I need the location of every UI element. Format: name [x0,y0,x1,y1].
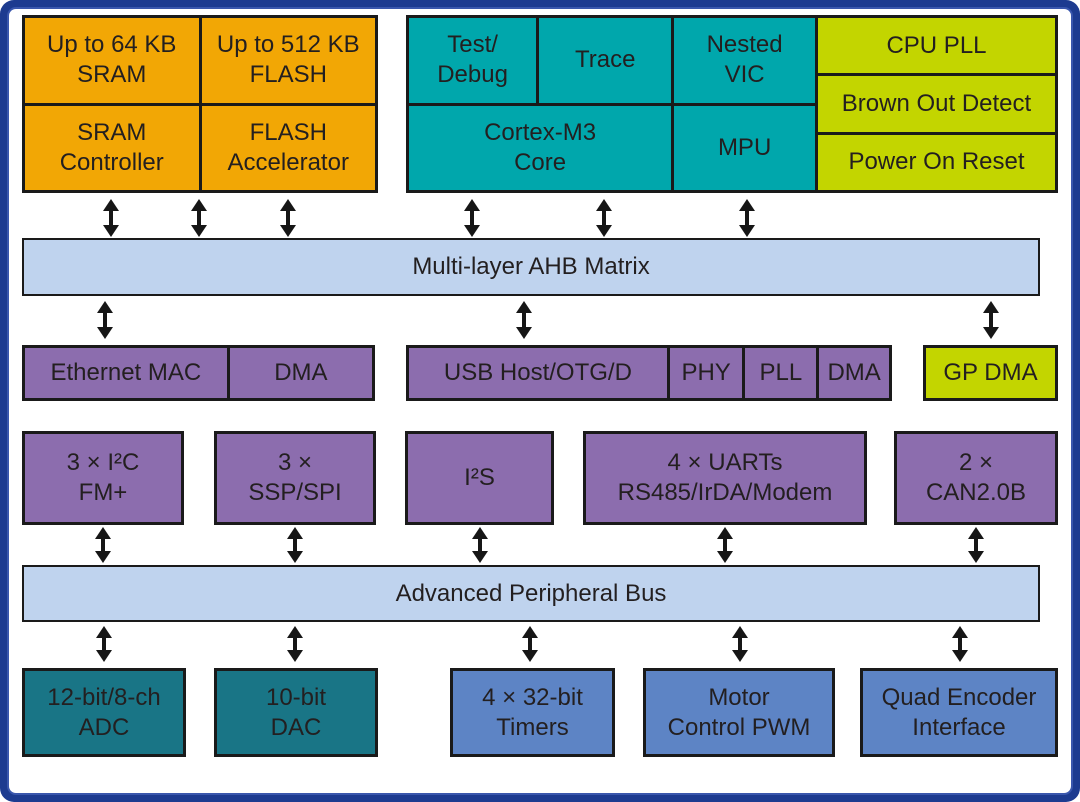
block-gp-dma: GP DMA [923,345,1058,401]
block-power-on-reset: Power On Reset [818,134,1055,190]
ahb-matrix-bus: Multi-layer AHB Matrix [22,238,1040,296]
block-flash-accelerator: FLASH Accelerator [201,105,375,190]
bidirectional-arrow-icon [528,637,532,651]
bidirectional-arrow-icon [286,210,290,226]
block-motor-pwm: Motor Control PWM [643,668,835,757]
block-cpu-pll: CPU PLL [818,18,1055,74]
cpu-group: Test/ Debug Trace Nested VIC Cortex-M3 C… [406,15,818,193]
bidirectional-arrow-icon [478,538,482,552]
block-usb-pll: PLL [745,348,817,398]
block-usb-dma: DMA [819,348,889,398]
system-control-group: CPU PLL Brown Out Detect Power On Reset [815,15,1058,193]
bidirectional-arrow-icon [102,637,106,651]
bidirectional-arrow-icon [745,210,749,226]
block-brown-out-detect: Brown Out Detect [818,76,1055,132]
block-flash-size: Up to 512 KB FLASH [201,18,375,103]
bidirectional-arrow-icon [738,637,742,651]
bidirectional-arrow-icon [293,637,297,651]
bidirectional-arrow-icon [522,312,526,328]
block-quad-encoder: Quad Encoder Interface [860,668,1058,757]
block-trace: Trace [539,18,672,103]
block-test-debug: Test/ Debug [409,18,537,103]
block-uarts: 4 × UARTs RS485/IrDA/Modem [583,431,867,525]
block-nested-vic: Nested VIC [674,18,815,103]
block-ssp-spi: 3 × SSP/SPI [214,431,376,525]
bidirectional-arrow-icon [103,312,107,328]
block-sram-size: Up to 64 KB SRAM [25,18,199,103]
bidirectional-arrow-icon [974,538,978,552]
block-ethernet-dma: DMA [229,348,372,398]
block-usb-phy: PHY [669,348,743,398]
block-can: 2 × CAN2.0B [894,431,1058,525]
block-i2s: I²S [405,431,554,525]
block-timers: 4 × 32-bit Timers [450,668,615,757]
bidirectional-arrow-icon [723,538,727,552]
block-dac: 10-bit DAC [214,668,378,757]
bidirectional-arrow-icon [958,637,962,651]
block-cortex-m3-core: Cortex-M3 Core [409,105,672,190]
memory-group: Up to 64 KB SRAM Up to 512 KB FLASH SRAM… [22,15,378,193]
block-adc: 12-bit/8-ch ADC [22,668,186,757]
bidirectional-arrow-icon [197,210,201,226]
block-mpu: MPU [674,105,815,190]
block-sram-controller: SRAM Controller [25,105,199,190]
block-i2c: 3 × I²C FM+ [22,431,184,525]
bidirectional-arrow-icon [109,210,113,226]
ethernet-group: Ethernet MAC DMA [22,345,375,401]
bidirectional-arrow-icon [989,312,993,328]
bidirectional-arrow-icon [602,210,606,226]
block-usb-host: USB Host/OTG/D [409,348,667,398]
bidirectional-arrow-icon [470,210,474,226]
apb-bus: Advanced Peripheral Bus [22,565,1040,622]
block-ethernet-mac: Ethernet MAC [25,348,227,398]
usb-group: USB Host/OTG/D PHY PLL DMA [406,345,892,401]
bidirectional-arrow-icon [101,538,105,552]
bidirectional-arrow-icon [293,538,297,552]
